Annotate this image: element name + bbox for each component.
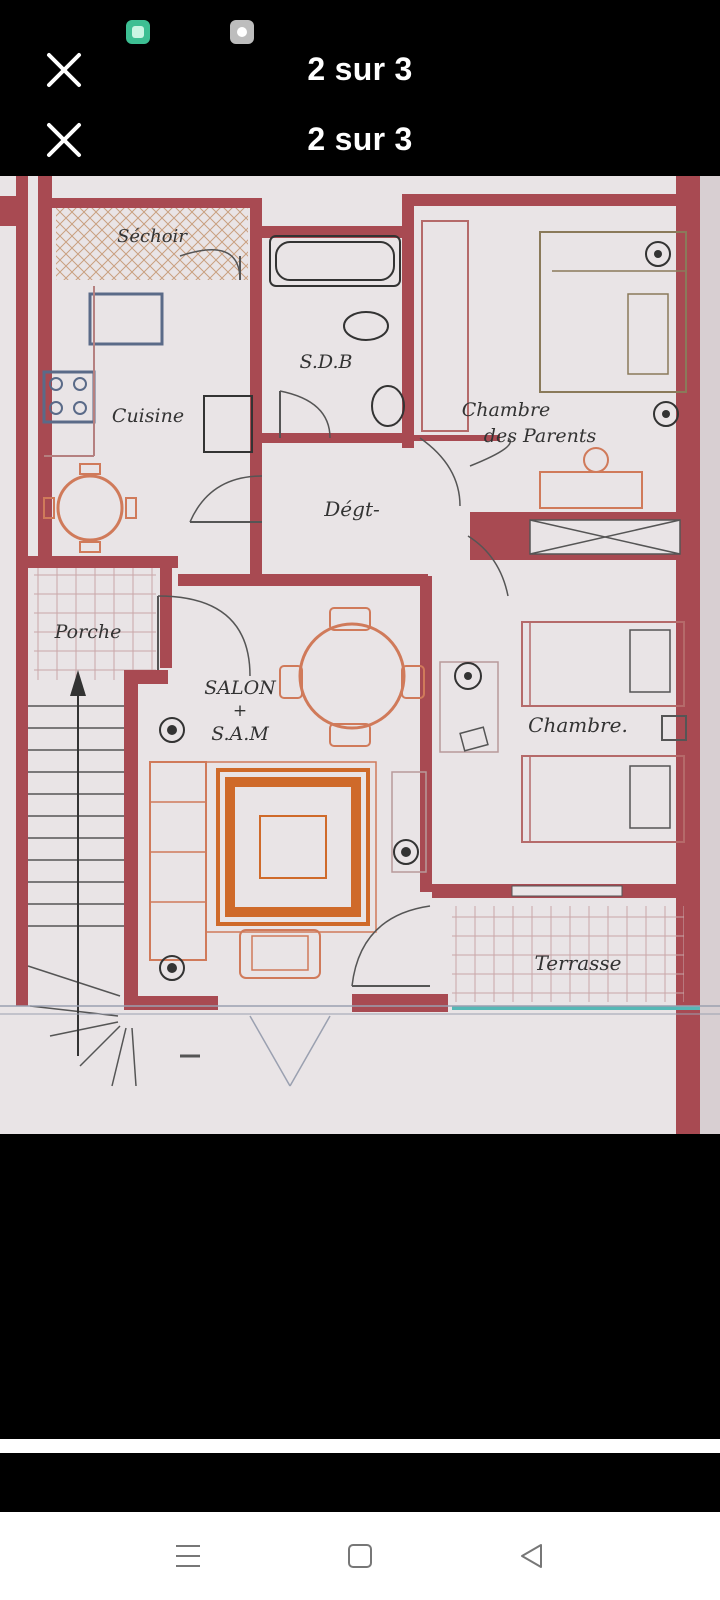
- image-counter: 2 sur 3: [307, 121, 413, 157]
- home-square-icon: [348, 1544, 372, 1568]
- close-button[interactable]: [36, 50, 92, 90]
- divider: [0, 1439, 720, 1453]
- home-button[interactable]: [336, 1534, 384, 1578]
- settings-notification-icon: [230, 20, 254, 44]
- back-button[interactable]: [508, 1534, 556, 1578]
- viewer-toolbar: 2 sur 3: [0, 33, 720, 103]
- image-counter: 2 sur 3: [307, 51, 413, 87]
- floor-plan-drawing: Séchoir Cuisine S.D.B Chambre des Parent…: [0, 176, 720, 1134]
- label-degt: Dégt-: [323, 497, 380, 521]
- recent-apps-button[interactable]: [164, 1534, 212, 1578]
- label-terrasse: Terrasse: [534, 951, 621, 975]
- label-salon-plus: +: [233, 701, 247, 721]
- label-salon: SALON: [204, 677, 277, 699]
- label-cuisine: Cuisine: [112, 405, 184, 427]
- label-sdb: S.D.B: [300, 351, 353, 373]
- label-sam: S.A.M: [211, 723, 269, 745]
- label-porche: Porche: [54, 621, 122, 643]
- label-chambre-parents-1: Chambre: [462, 399, 551, 421]
- menu-icon: [176, 1545, 200, 1567]
- viewer-toolbar-duplicate: 2 sur 3: [0, 103, 720, 173]
- floor-plan-image[interactable]: Séchoir Cuisine S.D.B Chambre des Parent…: [0, 176, 720, 1134]
- close-icon: [47, 53, 81, 87]
- close-icon: [47, 123, 81, 157]
- label-chambre: Chambre.: [528, 713, 628, 737]
- label-sechoir: Séchoir: [117, 226, 188, 247]
- app-notification-icon: [126, 20, 150, 44]
- back-triangle-icon: [521, 1544, 542, 1568]
- close-button[interactable]: [36, 120, 92, 160]
- label-chambre-parents-2: des Parents: [484, 425, 597, 447]
- system-nav-bar: [0, 1512, 720, 1600]
